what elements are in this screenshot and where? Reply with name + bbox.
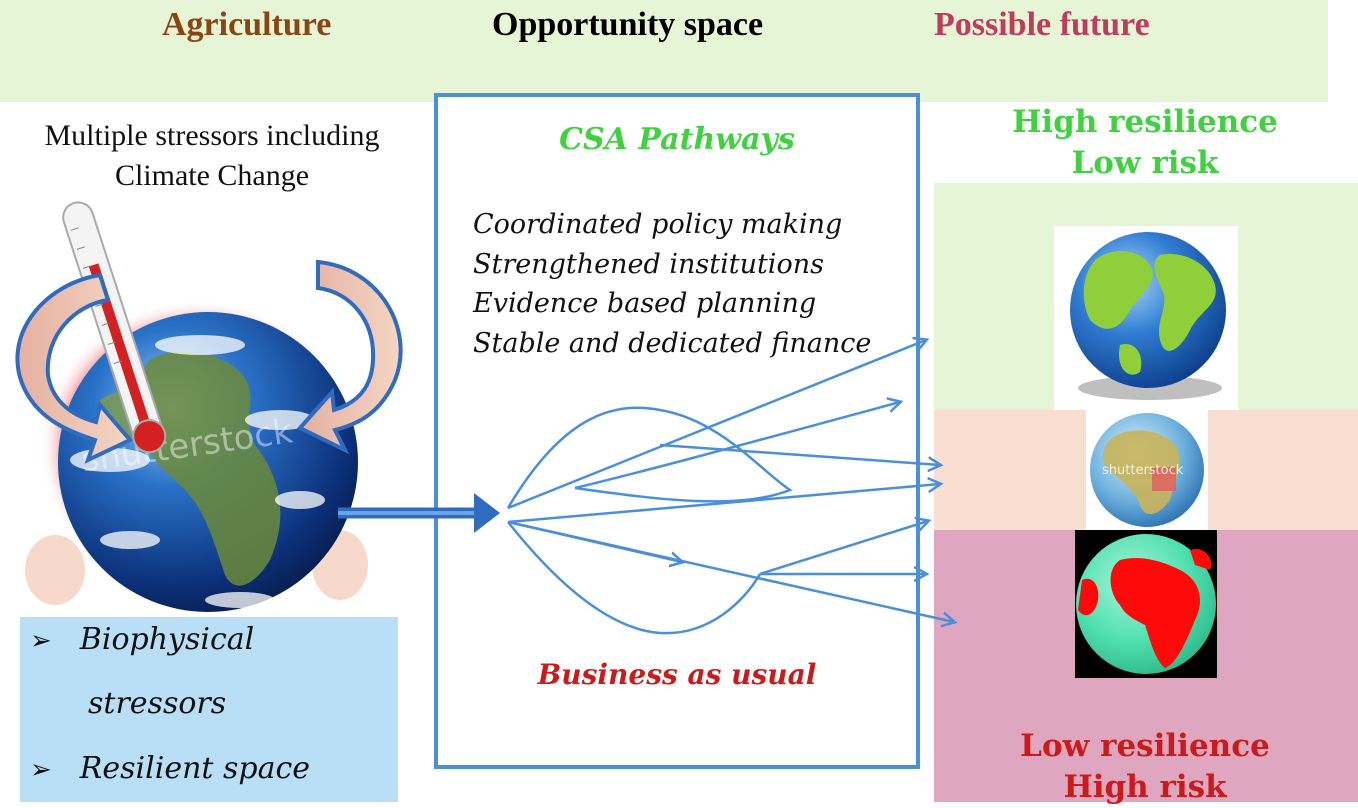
curved-arrow-right-icon <box>296 259 403 455</box>
bullet-text: Resilient space <box>79 751 311 786</box>
pathway-lines <box>506 340 954 635</box>
watermark-text: shutterstock <box>1102 463 1184 478</box>
moderate-globe-icon: shutterstock <box>1086 410 1208 530</box>
bullet-text: Biophysical <box>79 622 255 657</box>
pathway-item: Strengthened institutions <box>473 248 824 280</box>
csa-pathways-title: CSA Pathways <box>559 122 795 157</box>
pathway-item: Coordinated policy making <box>473 209 843 240</box>
pathway-item: Evidence based planning <box>473 288 817 319</box>
chevron-right-icon: ➢ <box>30 626 52 656</box>
business-as-usual-label: Business as usual <box>537 658 817 691</box>
pathway-line <box>574 402 900 490</box>
pathway-loop <box>507 521 762 635</box>
pathway-line <box>507 340 926 510</box>
low-risk-line2: Low risk <box>1071 145 1219 181</box>
pathway-line <box>759 521 928 576</box>
stressors-title-line2: Climate Change <box>114 159 310 192</box>
healthy-globe-icon <box>1054 226 1238 410</box>
pathway-item: Stable and dedicated finance <box>473 327 872 359</box>
pathway-line <box>507 484 940 524</box>
input-arrow-head-icon <box>474 493 500 533</box>
curved-arrow-left-icon <box>15 272 134 464</box>
high-resilience-label: High resilience Low risk <box>960 102 1330 184</box>
header-agriculture: Agriculture <box>162 6 332 43</box>
header-possible-future: Possible future <box>934 6 1150 43</box>
stressor-bullet-box <box>20 617 398 802</box>
stressed-earth-illustration: shutterstock <box>25 300 368 612</box>
stressors-title-line1: Multiple stressors including <box>44 119 380 152</box>
stressors-title: Multiple stressors including Climate Cha… <box>12 116 412 196</box>
high-risk-line2: High risk <box>1063 769 1227 805</box>
thermometer-icon <box>62 201 167 454</box>
hand-shape <box>25 535 85 605</box>
opportunity-space-box <box>434 93 920 769</box>
pathway-line <box>659 443 940 465</box>
low-resilience-label: Low resilience High risk <box>960 726 1330 808</box>
high-resilience-line1: High resilience <box>1012 104 1278 140</box>
chevron-right-icon: ➢ <box>30 755 52 785</box>
header-opportunity-space: Opportunity space <box>492 6 764 43</box>
low-resilience-line1: Low resilience <box>1020 728 1270 764</box>
cloud-cover <box>70 335 325 608</box>
bullet-item-biophysical: ➢ Biophysical <box>30 622 254 657</box>
bullet-item-biophysical-cont: stressors <box>88 686 227 721</box>
header-band <box>0 0 1328 102</box>
pathway-loop <box>506 406 793 509</box>
bullet-item-resilient-space: ➢ Resilient space <box>30 751 310 786</box>
pathway-line <box>507 520 954 622</box>
stressed-globe-icon <box>1075 530 1217 678</box>
csa-pathway-list: Coordinated policy making Strengthened i… <box>473 205 871 363</box>
continent-shape <box>142 351 281 586</box>
